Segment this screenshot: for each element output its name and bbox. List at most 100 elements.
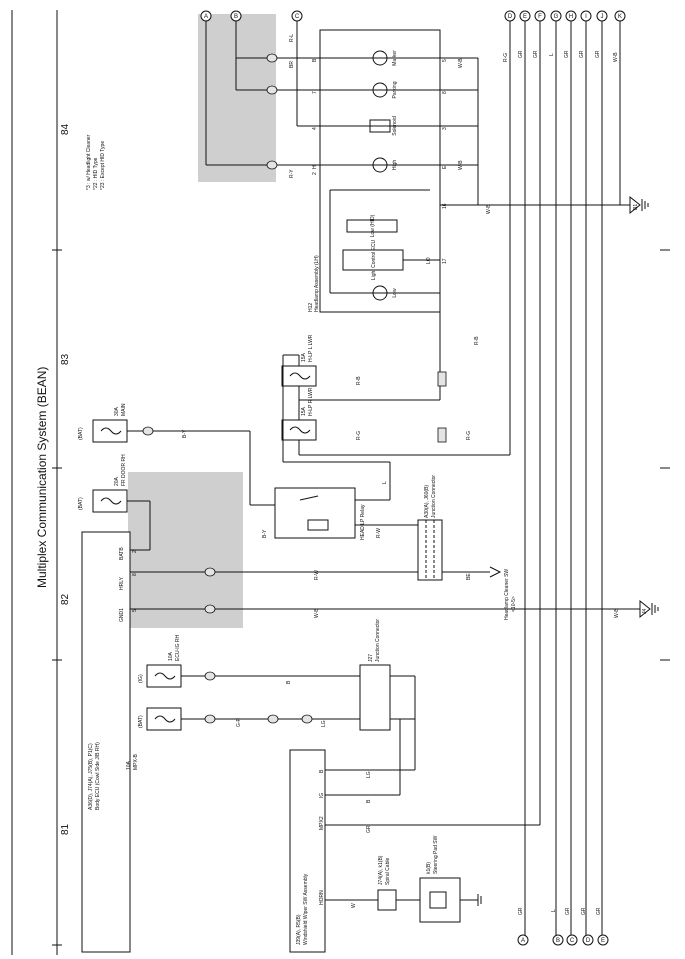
page-number-84: 84 (60, 123, 71, 135)
svg-text:R-L: R-L (289, 34, 295, 42)
main-fuse-labels: (BAT) 30A MAIN (78, 403, 127, 440)
bus-wire-colors: R-G GR GR L GR GR GR W-B GR L GR GR GR (503, 50, 619, 915)
svg-text:(BAT): (BAT) (78, 497, 84, 510)
connector-pin (204, 604, 216, 614)
spiral-cable (377, 889, 397, 911)
svg-text:R-B: R-B (356, 376, 362, 385)
be-wire-label: BE (466, 573, 472, 580)
svg-text:MAIN: MAIN (121, 403, 127, 416)
junction-connector-j27 (359, 664, 391, 731)
connector-pin (204, 567, 216, 577)
svg-text:GR: GR (564, 50, 570, 58)
svg-text:F: F (538, 14, 542, 20)
svg-text:L: L (551, 909, 557, 912)
horn-icon (429, 891, 447, 909)
page-number-81: 81 (60, 823, 71, 835)
svg-text:MPX-B: MPX-B (133, 754, 139, 771)
body-ecu-pins: BATB HRLY GND1 2 8 5 (119, 547, 138, 622)
wiper-sw-pins: B IG MPX2 HORN (319, 769, 325, 905)
svg-text:H: H (569, 14, 573, 20)
svg-text:H-LP R LWR: H-LP R LWR (308, 387, 314, 416)
svg-text:R-Y: R-Y (289, 169, 295, 178)
wiper-wire-lg: LG (366, 771, 372, 778)
note-line: *22 : HID Type (93, 157, 99, 190)
ground-b1-label: B1 (633, 204, 639, 210)
svg-text:GR: GR (595, 50, 601, 58)
svg-text:R-G: R-G (466, 431, 472, 440)
mpx-b-wire-gr: G-R (236, 717, 242, 727)
hlp-wiring (282, 260, 511, 463)
connector-pin (142, 426, 154, 436)
wiper-sw-assembly (289, 749, 326, 953)
relay-wire-by: B-Y (262, 529, 268, 538)
svg-text:A: A (204, 14, 208, 20)
fuse-icon (154, 715, 176, 723)
notes: *3 : w/ Headlight Cleaner *22 : HID Type… (86, 134, 106, 190)
svg-text:GR: GR (518, 907, 524, 915)
low-hid-box (346, 219, 398, 233)
fuse-fr-door-rh (92, 489, 128, 513)
mpx-b-wire-lg: LG (321, 720, 327, 727)
svg-text:G: G (554, 14, 559, 20)
spiral-cable-id: J74(A), k1(B) (378, 855, 384, 885)
svg-text:E: E (601, 938, 605, 944)
svg-text:W-B: W-B (613, 52, 619, 62)
headlamp-feed-labels: BR R-L R-Y W-B W-B (289, 34, 464, 178)
hrly-wire-label: R-W (314, 570, 320, 580)
svg-text:GND1: GND1 (119, 608, 125, 622)
ecu-ig-fuse-labels: (IG) 10A ECU-IG RH (138, 635, 181, 684)
svg-text:GR: GR (579, 50, 585, 58)
svg-text:R-G: R-G (356, 431, 362, 440)
steering-pad-id: k1(B) (426, 862, 432, 874)
svg-text:15A: 15A (301, 352, 307, 362)
svg-text:(IG): (IG) (138, 674, 144, 683)
svg-text:16: 16 (442, 203, 448, 209)
connector-pin (204, 671, 216, 681)
top-connectors: A B C D E F G H I J K (200, 10, 626, 22)
svg-text:FR DOOR RH: FR DOOR RH (121, 454, 127, 486)
svg-text:GR: GR (533, 50, 539, 58)
jc-a30-name: Junction Connector (431, 475, 437, 518)
svg-text:E: E (442, 165, 448, 169)
page-title: Multiplex Communication System (BEAN) (35, 367, 49, 588)
relay-switch-icon (299, 495, 319, 501)
svg-text:B: B (556, 938, 560, 944)
relay-coil-icon (307, 519, 329, 531)
steering-pad-name: Steering Pad SW (433, 835, 439, 874)
hlp-wire-labels: R-B R-B R-G R-G (356, 336, 480, 440)
bus-wires (509, 21, 621, 935)
svg-text:W-B: W-B (458, 58, 464, 68)
svg-text:B: B (234, 14, 238, 20)
mpx-b-fuse-labels: (BAT) 10A MPX-B (126, 715, 144, 770)
ecu-ig-wire-label: B (286, 680, 292, 684)
svg-text:GR: GR (565, 907, 571, 915)
svg-text:H: H (312, 165, 318, 169)
svg-text:5: 5 (442, 59, 448, 62)
ground-j4 (639, 599, 659, 619)
svg-text:10A: 10A (168, 651, 174, 661)
fuse-icon (289, 372, 311, 380)
shaded-region (198, 14, 276, 182)
relay-label: HEAD LP Relay (360, 504, 366, 540)
svg-text:3: 3 (442, 127, 448, 130)
relay-wire-l: L (382, 481, 388, 484)
svg-text:(BAT): (BAT) (138, 715, 144, 728)
page-number-82: 82 (60, 593, 71, 605)
wiper-sw-id: J39(A), R5(B) (296, 914, 302, 945)
svg-text:J: J (601, 14, 604, 20)
svg-text:E: E (523, 14, 527, 20)
connector-box (437, 371, 447, 387)
svg-text:4: 4 (312, 127, 318, 130)
svg-text:C: C (295, 14, 300, 20)
ground-j4-label: J4 (642, 609, 648, 615)
svg-text:8: 8 (442, 91, 448, 94)
jc-j27-id: J27 (368, 654, 374, 662)
svg-text:R-B: R-B (474, 336, 480, 345)
svg-text:D: D (586, 938, 591, 944)
fr-door-fuse-labels: (BAT) 20A FR DOOR RH (78, 454, 127, 510)
svg-text:Low (HID): Low (HID) (370, 214, 376, 237)
fuse-icon (154, 672, 176, 680)
body-ecu-id: A36(D), J74(A), J75(B), P1(C) (88, 743, 94, 810)
ground-bus-b1 (440, 57, 649, 215)
cleaner-sw-name: Headlamp Cleaner SW (504, 569, 510, 620)
